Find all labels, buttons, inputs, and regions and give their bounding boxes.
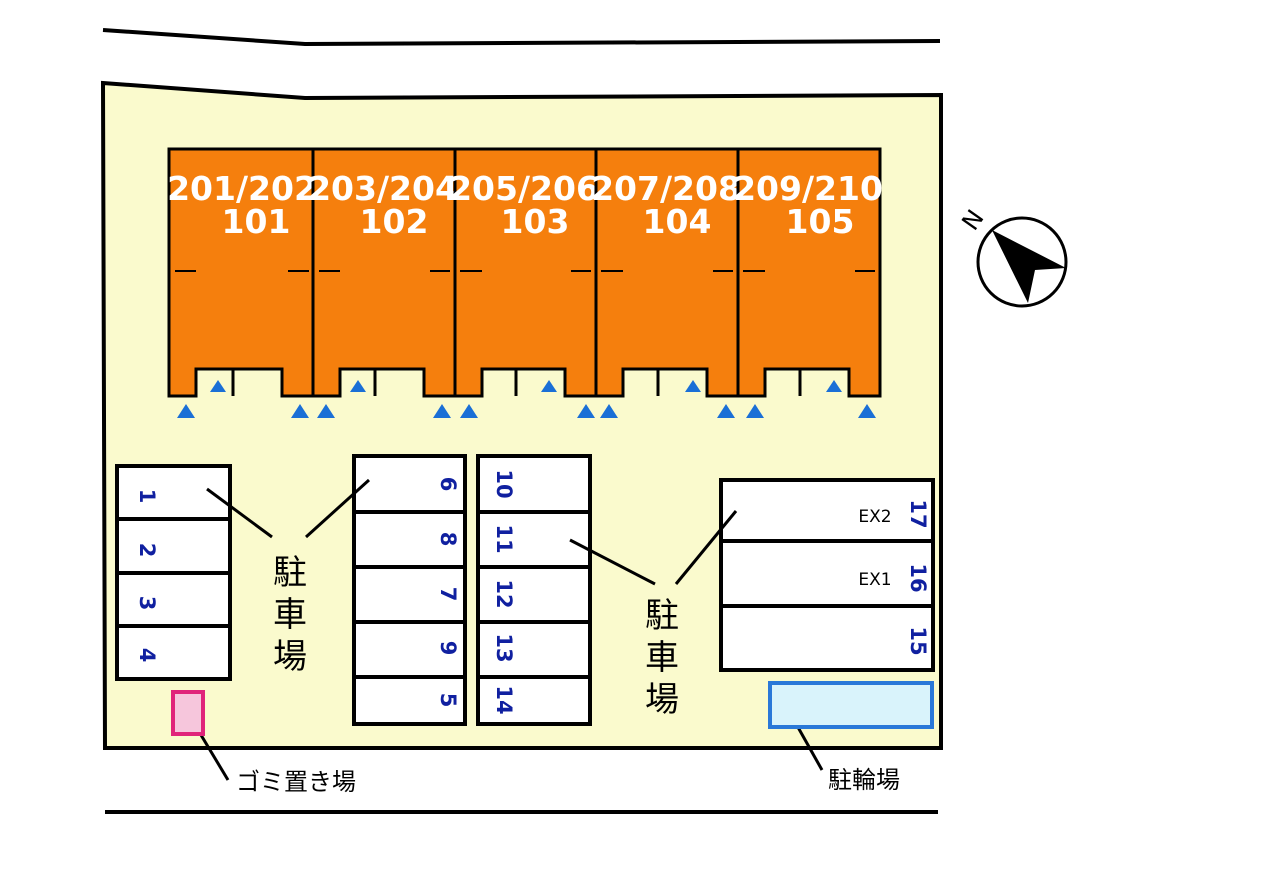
building-unit-1[interactable]: 201/202 101 xyxy=(167,147,317,398)
garbage-area-label: ゴミ置き場 xyxy=(236,768,356,796)
road-line-top xyxy=(102,28,941,47)
parking-space[interactable]: 8 xyxy=(436,532,460,547)
parking-number: 9 xyxy=(436,641,460,656)
parking-label-char: 場 xyxy=(645,680,679,720)
parking-space[interactable]: 12 xyxy=(492,579,516,608)
compass: N xyxy=(956,205,1068,308)
parking-number: 13 xyxy=(492,633,516,662)
entry-arrow-icon xyxy=(746,404,764,418)
parking-number: 10 xyxy=(492,469,516,498)
unit-label-lower: 105 xyxy=(786,202,855,241)
entry-arrow-icon xyxy=(177,404,195,418)
garbage-area[interactable] xyxy=(171,690,205,736)
entry-arrow-icon xyxy=(541,380,557,392)
entry-arrow-icon xyxy=(717,404,735,418)
building-unit-2[interactable]: 203/204 102 xyxy=(308,147,458,398)
entry-arrow-icon xyxy=(858,404,876,418)
unit-label-upper: 205/206 xyxy=(449,169,599,208)
entry-arrow-icon xyxy=(460,404,478,418)
compass-needle-icon xyxy=(992,230,1066,303)
parking-center-right-column: 10 11 12 13 14 xyxy=(476,454,592,726)
building-unit-3[interactable]: 205/206 103 xyxy=(449,147,599,398)
parking-number: 4 xyxy=(135,648,159,663)
entry-arrow-icon xyxy=(350,380,366,392)
parking-number: 3 xyxy=(135,596,159,611)
entry-arrow-icon xyxy=(317,404,335,418)
parking-number: 17 xyxy=(906,499,930,528)
parking-space[interactable]: 7 xyxy=(436,587,460,602)
building-row: 201/202 101 203/204 102 205/206 103 207/… xyxy=(167,147,883,398)
parking-ex-label: EX1 xyxy=(858,570,891,590)
parking-space[interactable]: 14 xyxy=(492,685,516,714)
parking-label-char: 駐 xyxy=(645,596,679,636)
parking-space[interactable]: 5 xyxy=(436,693,460,708)
unit-label-lower: 101 xyxy=(222,202,291,241)
compass-north-label: N xyxy=(956,205,989,236)
parking-number: 6 xyxy=(436,477,460,492)
parking-number: 8 xyxy=(436,532,460,547)
unit-label-upper: 201/202 xyxy=(167,169,317,208)
parking-space[interactable]: EX1 16 xyxy=(858,563,930,592)
parking-space[interactable]: 4 xyxy=(135,648,159,663)
parking-center-left-column: 6 8 7 9 5 xyxy=(352,454,467,726)
parking-left-column: 1 2 3 4 xyxy=(115,464,232,681)
parking-space[interactable]: 15 xyxy=(906,626,930,655)
parking-number: 2 xyxy=(135,543,159,558)
parking-space[interactable]: 2 xyxy=(135,543,159,558)
parking-number: 7 xyxy=(436,587,460,602)
parking-space[interactable]: 13 xyxy=(492,633,516,662)
parking-number: 16 xyxy=(906,563,930,592)
parking-number: 1 xyxy=(135,489,159,504)
building-unit-5[interactable]: 209/210 105 xyxy=(733,147,883,398)
parking-number: 12 xyxy=(492,579,516,608)
parking-space[interactable]: EX2 17 xyxy=(858,499,930,528)
parking-number: 14 xyxy=(492,685,516,714)
parking-space[interactable]: 6 xyxy=(436,477,460,492)
building-unit-4[interactable]: 207/208 104 xyxy=(591,147,741,398)
entry-arrow-icon xyxy=(685,380,701,392)
parking-label-char: 場 xyxy=(273,637,307,677)
parking-space[interactable]: 9 xyxy=(436,641,460,656)
parking-label-char: 車 xyxy=(273,595,307,635)
parking-label-char: 車 xyxy=(645,638,679,678)
entry-arrow-icon xyxy=(600,404,618,418)
parking-ex-label: EX2 xyxy=(858,507,891,527)
entry-arrow-icon xyxy=(826,380,842,392)
unit-label-upper: 209/210 xyxy=(733,169,883,208)
parking-label-char: 駐 xyxy=(273,553,307,593)
parking-space[interactable]: 3 xyxy=(135,596,159,611)
parking-label-left: 駐 車 場 xyxy=(273,553,307,677)
unit-label-upper: 207/208 xyxy=(591,169,741,208)
unit-label-lower: 104 xyxy=(643,202,712,241)
unit-label-lower: 102 xyxy=(360,202,429,241)
parking-number: 15 xyxy=(906,626,930,655)
entry-arrows xyxy=(177,380,876,418)
parking-space[interactable]: 10 xyxy=(492,469,516,498)
parking-number: 11 xyxy=(492,524,516,553)
parking-space[interactable]: 11 xyxy=(492,524,516,553)
parking-label-right: 駐 車 場 xyxy=(645,596,679,720)
unit-label-upper: 203/204 xyxy=(308,169,458,208)
bicycle-parking-label: 駐輪場 xyxy=(828,766,900,794)
parking-right-block: EX2 17 EX1 16 15 xyxy=(719,478,935,672)
entry-arrow-icon xyxy=(291,404,309,418)
entry-arrow-icon xyxy=(577,404,595,418)
entry-arrow-icon xyxy=(433,404,451,418)
unit-label-lower: 103 xyxy=(501,202,570,241)
parking-space[interactable]: 1 xyxy=(135,489,159,504)
bicycle-parking[interactable] xyxy=(768,681,934,729)
entry-arrow-icon xyxy=(210,380,226,392)
door-posts xyxy=(231,369,802,396)
parking-number: 5 xyxy=(436,693,460,708)
